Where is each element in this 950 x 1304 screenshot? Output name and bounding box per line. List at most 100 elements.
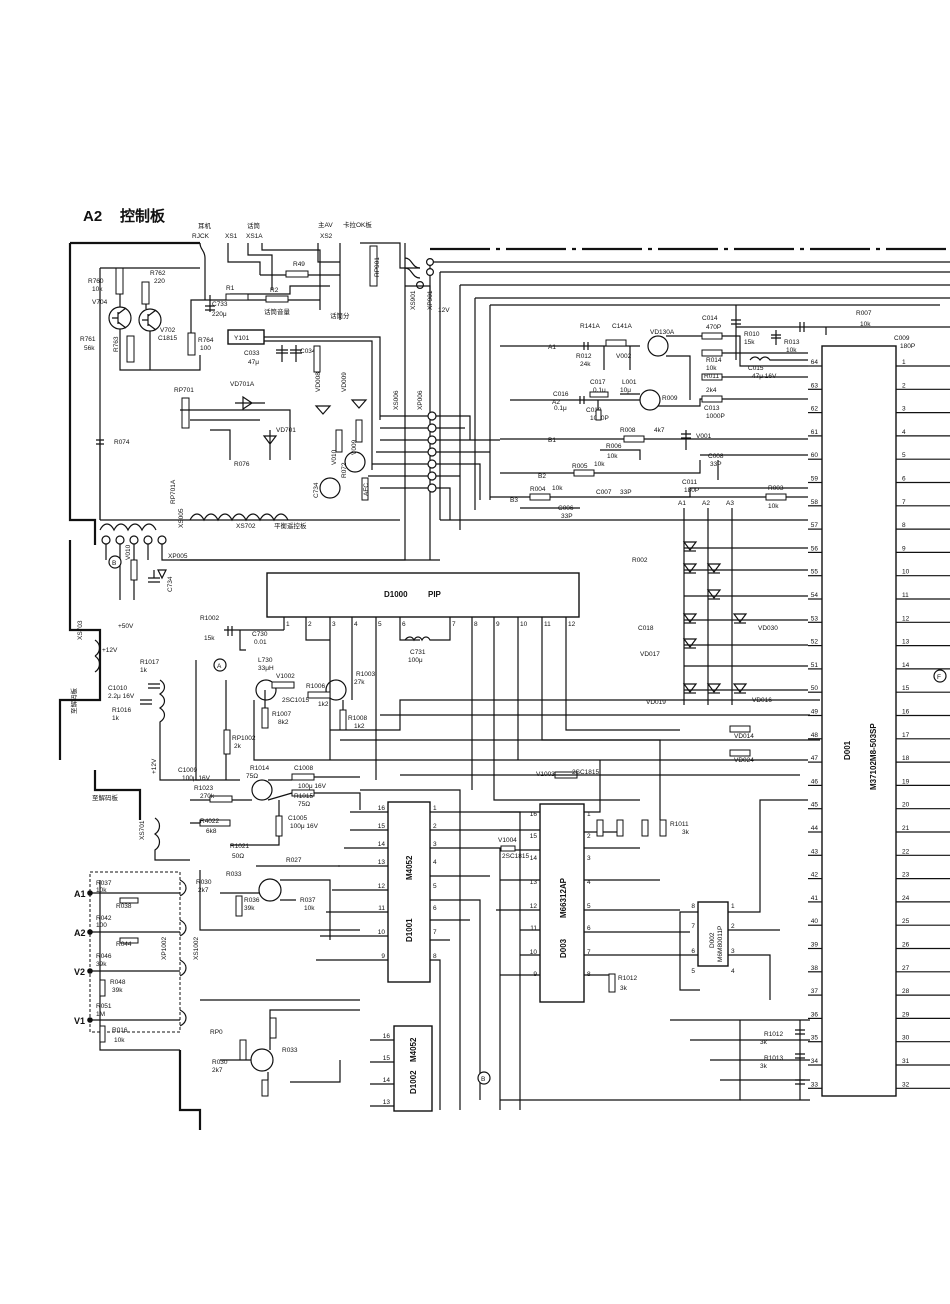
note-decoder-1: 至解码板 — [69, 688, 78, 715]
mid-wiring: V1004 2SC1815 R1011 3k R1012 3k V1003 2S… — [316, 699, 820, 1110]
r2-ref: R2 — [270, 287, 279, 294]
note-earphone: 耳机 — [198, 221, 212, 230]
r072-ref: AFC — [363, 483, 370, 496]
input-v1: V1 — [74, 1016, 85, 1026]
d1001-pin-14: 14 — [378, 841, 386, 848]
conn-xp005: XP005 — [168, 553, 188, 560]
d1002-part: M4052 — [409, 1037, 418, 1062]
vd130a-ref: C734 — [167, 576, 174, 592]
vd701-ref: VD701 — [276, 427, 296, 434]
vd009-ref: VD009 — [341, 372, 348, 392]
bus-b3-label: B3 — [510, 497, 518, 504]
d001-pin-36: 36 — [811, 1011, 819, 1018]
d001-pin-25: 25 — [902, 918, 910, 925]
diode-glyph — [706, 589, 722, 599]
conn-xs2: XS2 — [320, 233, 333, 240]
c1013b-ref: R030 — [212, 1059, 228, 1066]
c1003-val1: 15k — [204, 635, 215, 642]
d001-pin-51: 51 — [811, 662, 819, 669]
vd024-ref: VD016 — [752, 697, 772, 704]
c1010-val: 100 — [96, 922, 107, 929]
r1020-ref: R036 — [244, 897, 260, 904]
note-mic-split: 话筒分 — [330, 311, 350, 320]
d001-pin-23: 23 — [902, 872, 910, 879]
input-a2: A2 — [74, 928, 86, 938]
diode-glyph — [682, 613, 698, 623]
frame-wires — [58, 241, 950, 820]
d003-pin-15: 15 — [530, 833, 538, 840]
r760-val: 10k — [92, 286, 103, 293]
marker-a: A — [217, 663, 222, 670]
diode-glyph — [732, 683, 748, 693]
c016-ref: R013 — [784, 339, 800, 346]
d001-pin-14: 14 — [902, 662, 910, 669]
bus-b1-label: B1 — [548, 437, 556, 444]
v702-ref: V702 — [160, 327, 176, 334]
conn-xs703: XS703 — [77, 620, 84, 640]
c1008-val: 1M — [96, 1011, 105, 1018]
r968-ref: V1004 — [498, 837, 517, 844]
d001-pin-47: 47 — [811, 755, 819, 762]
r070-ref: VD014 — [734, 733, 754, 740]
l730-val: 1k — [112, 715, 120, 722]
d1000-pin-11: 11 — [544, 621, 551, 628]
r762-ref: R762 — [150, 270, 166, 277]
d001-pin-26: 26 — [902, 942, 910, 949]
upper-right-block: R141A C141A VD130A C014 470P A1 R012 24k… — [440, 305, 950, 521]
c006-ref: C011 — [682, 479, 697, 486]
d002-pin-4: 4 — [731, 968, 735, 975]
d001-pin-7: 7 — [902, 499, 906, 506]
d001-pin-1: 1 — [902, 359, 906, 366]
r009-val: 0.1μ — [593, 387, 606, 394]
diode-glyph — [682, 638, 698, 648]
d1001-pin-16: 16 — [378, 805, 386, 812]
c1013b-val: 2k7 — [212, 1067, 223, 1074]
r014-val: 470P — [706, 324, 721, 331]
c018-val: 180P — [900, 343, 915, 350]
d001-pin-60: 60 — [811, 452, 819, 459]
d001-pin-35: 35 — [811, 1035, 819, 1042]
d001-pin-28: 28 — [902, 988, 910, 995]
d1000-pin-10: 10 — [520, 621, 528, 628]
conn-xp901-group: RP901 XS901 XP901 12V — [369, 245, 450, 314]
d1001-pin-5: 5 — [433, 883, 437, 890]
r1014-val: 39k — [112, 987, 123, 994]
c733-val: 220μ — [212, 311, 227, 318]
d1001-part: M4052 — [405, 855, 414, 880]
c011-ref: R006 — [606, 443, 622, 450]
d003-pin-3: 3 — [587, 855, 591, 862]
c013-val: 10μ — [620, 387, 631, 394]
d1000-pin-12: 12 — [568, 621, 576, 628]
c007-val: 33P — [710, 461, 722, 468]
d002-pin-8: 8 — [691, 903, 695, 910]
input-v2: V2 — [74, 967, 85, 977]
r1023-ref: RP0 — [210, 1029, 223, 1036]
vd017-ref: C018 — [638, 625, 654, 632]
r013-val: 10k — [706, 365, 717, 372]
diode-glyph — [706, 563, 722, 573]
d003-pin-12: 12 — [530, 903, 538, 910]
d001-pin-64: 64 — [811, 359, 819, 366]
d001-pin-44: 44 — [811, 825, 819, 832]
r1013-ref: R1008 — [348, 715, 368, 722]
d001-pin-39: 39 — [811, 942, 819, 949]
note-mic-volume: 话筒音量 — [264, 307, 291, 316]
bus-a2-label: A2 — [552, 399, 560, 406]
y101-ref: Y101 — [234, 335, 250, 342]
r074-ref: V010 — [331, 449, 338, 465]
v1006-lower-block: RP0 R033 R030 2k7 — [200, 999, 360, 1097]
d001-pin-37: 37 — [811, 988, 819, 995]
d003-pin-4: 4 — [587, 879, 591, 886]
bus-a2-top: A2 — [702, 500, 710, 507]
r063-ref: R1011 — [670, 821, 689, 828]
r067-val: 2SC1815 — [572, 769, 599, 776]
d1001-pin-11: 11 — [378, 905, 385, 912]
r1007-val: 75Ω — [298, 801, 310, 808]
c006-val: 180P — [684, 487, 699, 494]
r005-val: 4k7 — [654, 427, 665, 434]
d001-pin-42: 42 — [811, 872, 819, 879]
r1008-val: 270k — [200, 793, 215, 800]
audio-amp-block: R760 10k R762 220 V704 V702 C1815 R763 R… — [80, 261, 309, 520]
c014-ref: R141A — [580, 323, 601, 330]
